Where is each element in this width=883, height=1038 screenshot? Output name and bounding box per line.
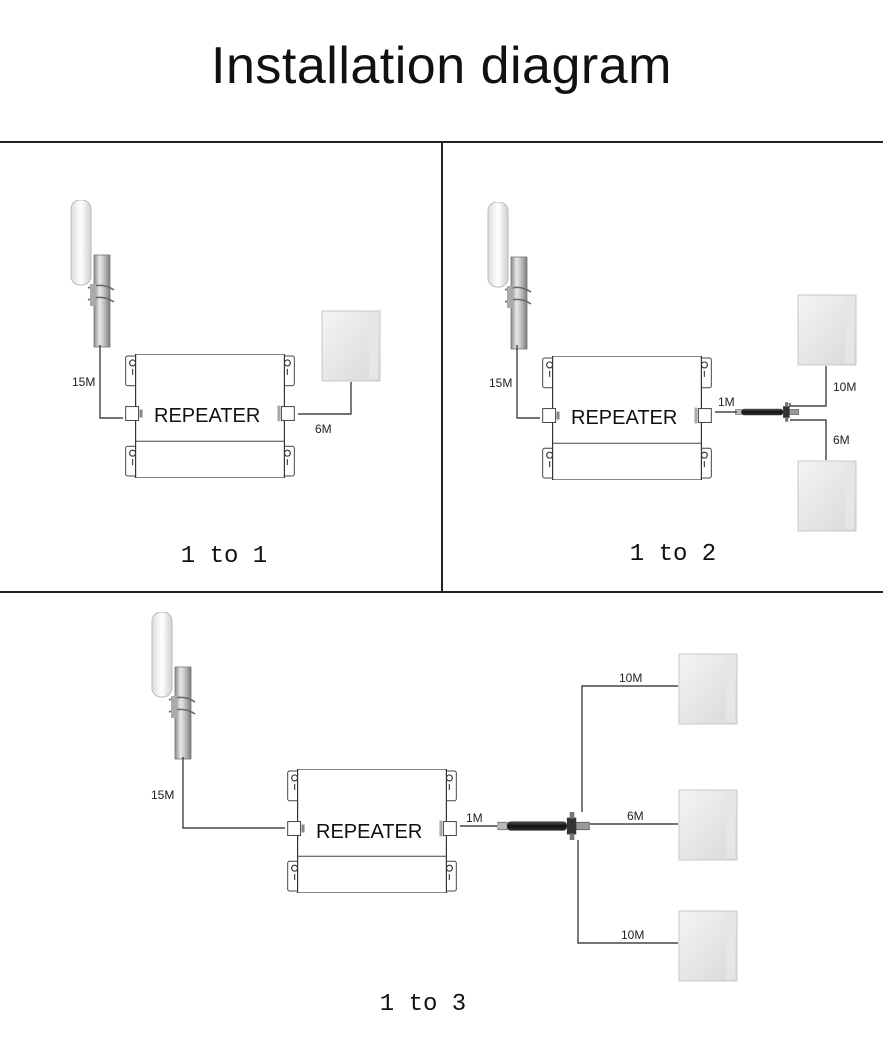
divider-vertical: [441, 141, 443, 593]
cable-label-splitter: 1M: [718, 395, 735, 409]
panel-one-to-one: 15M 6M REPEATER: [70, 200, 381, 478]
splitter-icon: [497, 812, 590, 840]
cable-label-top: 10M: [619, 671, 642, 685]
indoor-antenna-icon: [678, 653, 738, 725]
indoor-antenna-icon: [321, 310, 381, 382]
cable-label-outdoor: 15M: [72, 375, 95, 389]
repeater-label: REPEATER: [154, 405, 260, 427]
caption-one-to-three: 1 to 3: [379, 991, 467, 1018]
outdoor-antenna-icon: [70, 200, 115, 348]
repeater-label: REPEATER: [316, 821, 422, 843]
panel-one-to-two: 15M 1M 10M 6M REPEATER: [487, 202, 857, 532]
indoor-antenna-icon: [797, 294, 857, 366]
panel-one-to-three: 15M 1M 10M 6M 10M REPEATER: [151, 612, 738, 982]
cable-label-outdoor: 15M: [151, 788, 174, 802]
page-title: Installation diagram: [211, 37, 672, 95]
cable-label-bottom: 10M: [621, 928, 644, 942]
cable-label-outdoor: 15M: [489, 376, 512, 390]
splitter-icon: [735, 402, 800, 422]
outdoor-antenna-icon: [151, 612, 196, 760]
caption-one-to-two: 1 to 2: [629, 541, 717, 568]
cable-label-indoor: 6M: [315, 422, 332, 436]
cable-label-splitter: 1M: [466, 811, 483, 825]
caption-one-to-one: 1 to 1: [180, 543, 268, 570]
outdoor-antenna-icon: [487, 202, 532, 350]
cable-label-bottom: 6M: [833, 433, 850, 447]
cable-label-top: 10M: [833, 380, 856, 394]
indoor-antenna-icon: [678, 789, 738, 861]
repeater-label: REPEATER: [571, 407, 677, 429]
cable-label-mid: 6M: [627, 809, 644, 823]
indoor-antenna-icon: [678, 910, 738, 982]
indoor-antenna-icon: [797, 460, 857, 532]
